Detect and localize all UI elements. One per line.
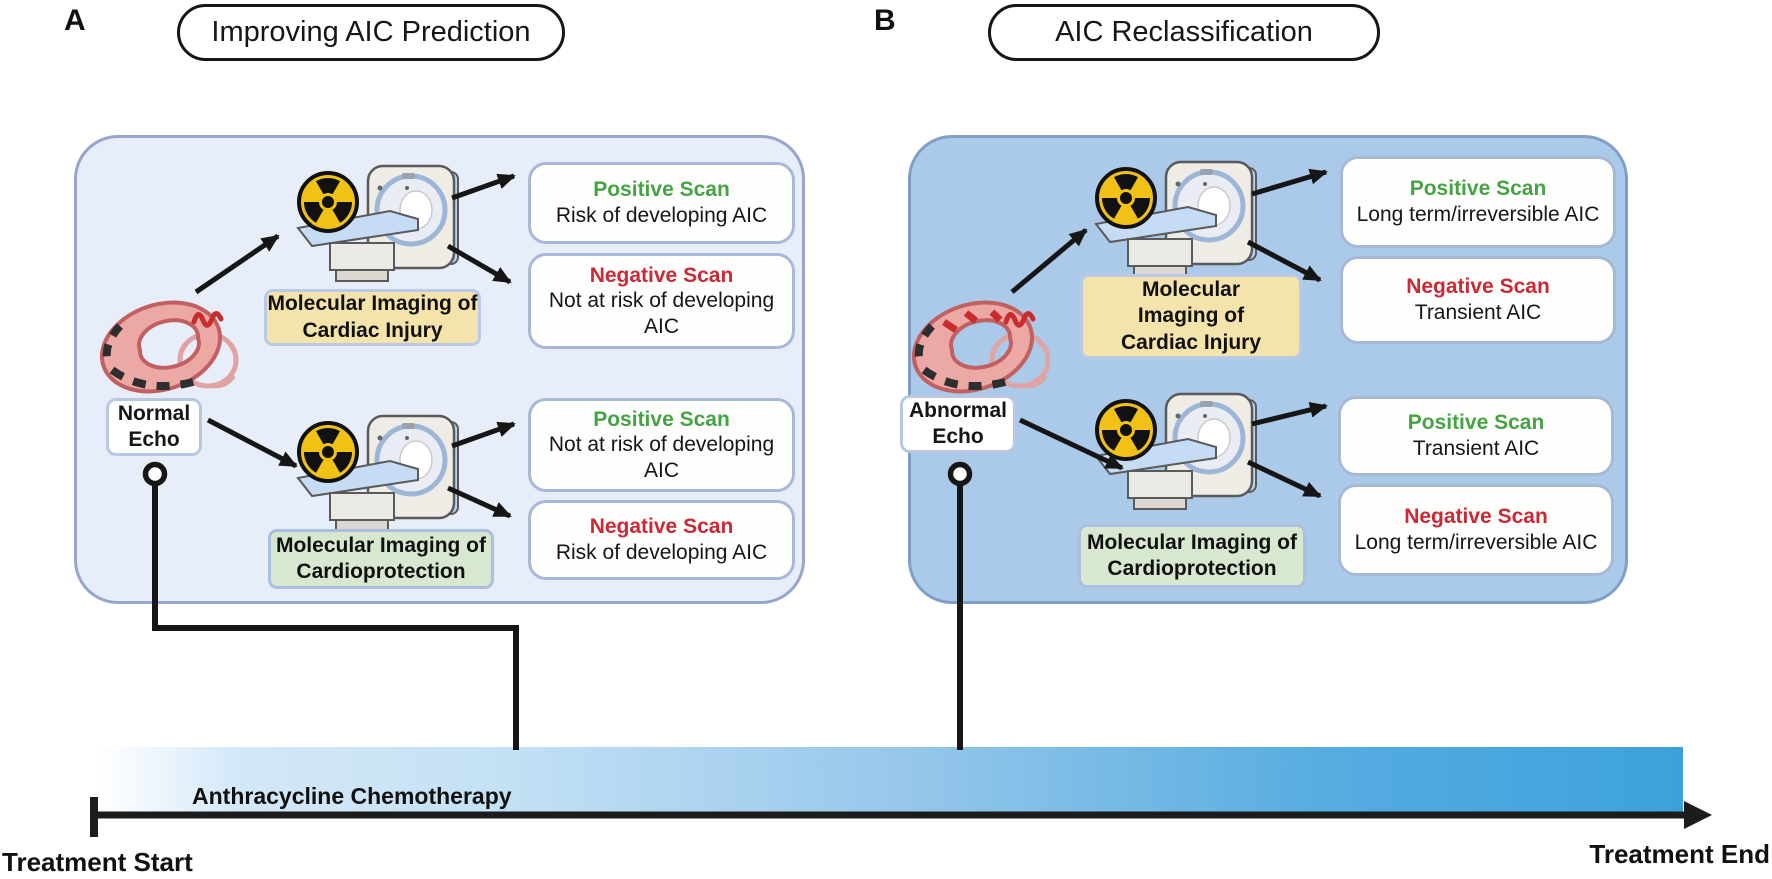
pet-scanner-icon [292, 148, 462, 288]
panel-a-title: Improving AIC Prediction [177, 4, 565, 61]
scan-description: Transient AIC [1414, 301, 1542, 324]
molecular-imaging-injury-label-b: Molecular Imaging of Cardiac Injury [1120, 278, 1262, 354]
pet-scanner-icon [1090, 376, 1260, 516]
outcome-box: Negative Scan Risk of developing AIC [528, 500, 795, 580]
outcome-box: Positive Scan Not at risk of developing … [528, 398, 795, 492]
abnormal-echo-box: Abnormal Echo [900, 395, 1016, 453]
panel-a-title-text: Improving AIC Prediction [211, 16, 531, 48]
scan-description: Risk of developing AIC [555, 541, 768, 564]
pet-scanner-icon [292, 398, 462, 538]
panel-b-label: B [874, 4, 896, 37]
normal-echo-box: Normal Echo [106, 398, 202, 456]
scan-description: Long term/irreversible AIC [1354, 531, 1598, 554]
molecular-imaging-injury-box-b: Molecular Imaging of Cardiac Injury [1080, 274, 1302, 359]
scan-result: Negative Scan [1404, 505, 1548, 529]
outcome-box: Negative Scan Not at risk of developing … [528, 253, 795, 349]
outcome-box: Negative Scan Long term/irreversible AIC [1338, 484, 1614, 576]
treatment-end-label: Treatment End [1589, 839, 1770, 869]
scan-result: Positive Scan [1407, 411, 1545, 435]
scan-result: Positive Scan [1409, 177, 1547, 201]
chemotherapy-timeline-bar [94, 747, 1683, 817]
scan-description: Long term/irreversible AIC [1356, 203, 1600, 226]
scan-description: Not at risk of developing AIC [548, 433, 775, 482]
panel-b-title-text: AIC Reclassification [1055, 16, 1313, 48]
molecular-imaging-injury-label-a: Molecular Imaging of Cardiac Injury [267, 292, 478, 342]
scan-description: Not at risk of developing AIC [548, 289, 775, 338]
outcome-box: Positive Scan Transient AIC [1338, 396, 1614, 476]
scan-result: Negative Scan [589, 515, 734, 539]
outcome-box: Positive Scan Long term/irreversible AIC [1340, 156, 1616, 248]
molecular-imaging-protection-label-b: Molecular Imaging of Cardioprotection [1086, 530, 1298, 580]
scan-result: Positive Scan [593, 178, 730, 202]
outcome-box: Positive Scan Risk of developing AIC [528, 162, 795, 244]
outcome-box: Negative Scan Transient AIC [1340, 256, 1616, 344]
treatment-start-label: Treatment Start [2, 847, 193, 877]
scan-result: Negative Scan [589, 263, 734, 287]
scan-result: Negative Scan [1406, 275, 1550, 299]
heart-echo-abnormal-icon [908, 300, 1068, 402]
normal-echo-label: Normal Echo [117, 402, 191, 451]
molecular-imaging-protection-box-a: Molecular Imaging of Cardioprotection [268, 529, 494, 589]
heart-echo-icon [96, 300, 256, 402]
panel-a-label: A [64, 4, 86, 37]
chemotherapy-label: Anthracycline Chemotherapy [192, 783, 512, 809]
molecular-imaging-protection-box-b: Molecular Imaging of Cardioprotection [1078, 524, 1306, 588]
panel-b-title: AIC Reclassification [988, 4, 1380, 61]
pet-scanner-icon [1090, 144, 1260, 284]
molecular-imaging-injury-box-a: Molecular Imaging of Cardiac Injury [264, 289, 481, 346]
molecular-imaging-protection-label-a: Molecular Imaging of Cardioprotection [275, 533, 487, 583]
abnormal-echo-label: Abnormal Echo [908, 399, 1007, 448]
scan-description: Risk of developing AIC [555, 204, 768, 227]
scan-description: Transient AIC [1412, 437, 1540, 460]
scan-result: Positive Scan [593, 407, 730, 431]
